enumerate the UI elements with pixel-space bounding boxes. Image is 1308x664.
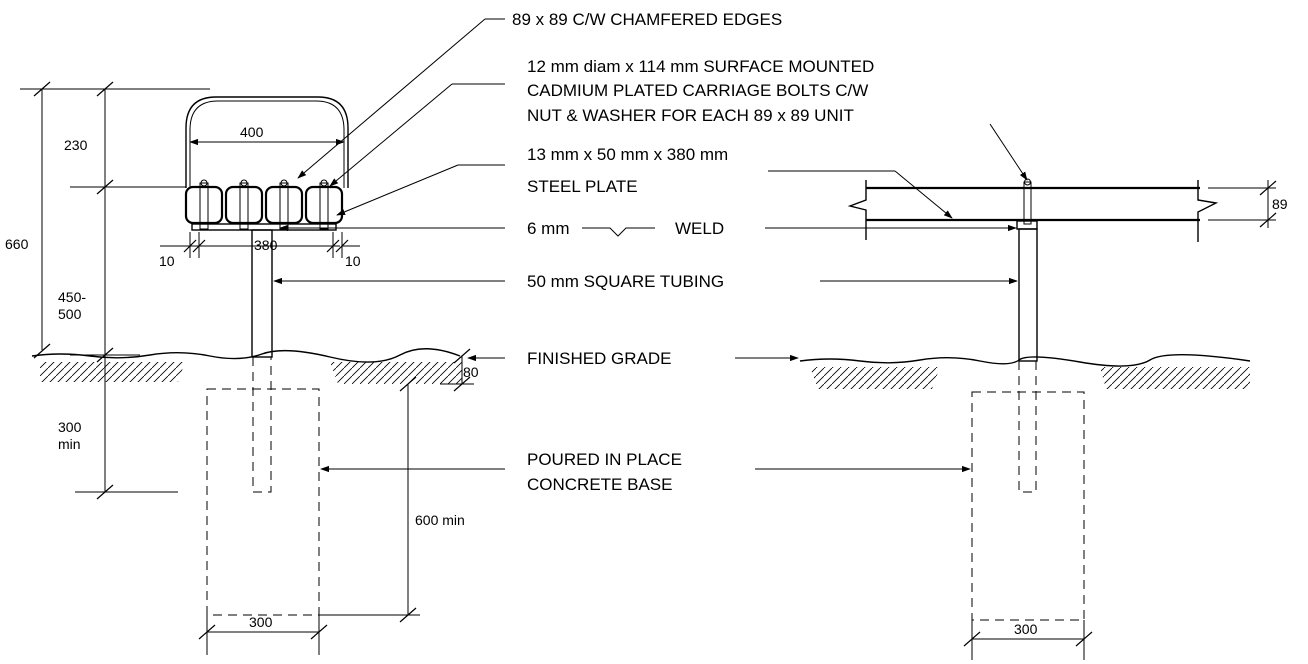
dim-380-text: 380: [254, 237, 278, 253]
dim-89-text: 89: [1272, 196, 1288, 212]
rail-outline-inner: [189, 100, 345, 188]
right-grade-line: [799, 354, 1251, 367]
left-elevation: 400: [5, 81, 479, 655]
right-soil: [799, 354, 1251, 389]
label-plate-1: 13 mm x 50 mm x 380 mm: [527, 145, 728, 164]
dim-660-text: 660: [5, 236, 29, 252]
label-plate-2: STEEL PLATE: [527, 177, 638, 196]
dim-10-left-text: 10: [159, 253, 175, 269]
dim-400-text: 400: [240, 124, 264, 140]
label-bolts-1: 12 mm diam x 114 mm SURFACE MOUNTED: [527, 57, 874, 76]
left-grade-line: [31, 348, 461, 363]
left-soil-hatch-2: [330, 362, 462, 384]
dim-10-right-text: 10: [345, 253, 361, 269]
leader-bolts-right: [989, 123, 1028, 181]
right-elevation: 89 300: [847, 178, 1288, 660]
carriage-bolts: [199, 179, 329, 230]
dim-600-text: 600 min: [415, 512, 465, 528]
label-tubing: 50 mm SQUARE TUBING: [527, 272, 724, 291]
timber-unit-4: [304, 185, 344, 225]
rail-outline-outer: [185, 96, 349, 188]
leader-chamfered: [297, 18, 486, 179]
dim-300-base-left-text: 300: [249, 614, 273, 630]
dim-300-embed-min-text: min: [58, 436, 81, 452]
timber-units: [184, 179, 344, 230]
dim-300-embed-text: 300: [58, 419, 82, 435]
label-bolts-3: NUT & WASHER FOR EACH 89 x 89 UNIT: [527, 106, 854, 125]
leader-plate: [336, 164, 459, 216]
embedded-post-right: [1018, 361, 1037, 493]
label-concrete-2: CONCRETE BASE: [527, 475, 672, 494]
steel-plate-right: [1016, 220, 1038, 230]
right-soil-hatch-2: [1100, 367, 1250, 389]
label-bolts-2: CADMIUM PLATED CARRIAGE BOLTS C/W: [527, 81, 868, 100]
concrete-base-left: [206, 388, 320, 616]
leader-bolts: [329, 83, 453, 187]
callouts: 89 x 89 C/W CHAMFERED EDGES 12 mm diam x…: [273, 10, 1028, 494]
member-break-left: [847, 180, 867, 240]
timber-unit-3: [264, 185, 304, 225]
left-soil-hatch-1: [40, 362, 185, 382]
label-chamfered: 89 x 89 C/W CHAMFERED EDGES: [512, 10, 782, 29]
dim-500-text: 500: [58, 306, 82, 322]
bolt-right: [1023, 181, 1032, 225]
timber-unit-2: [224, 185, 264, 225]
right-soil-hatch-1: [810, 367, 940, 389]
embedded-post-left: [252, 357, 272, 493]
square-tube-post-left: [251, 229, 273, 358]
label-grade: FINISHED GRADE: [527, 349, 672, 368]
square-tube-post-right: [1018, 228, 1038, 362]
timber-unit-1: [184, 185, 224, 225]
member-break-right: [1197, 180, 1219, 242]
label-weld: WELD: [675, 219, 724, 238]
dim-230-text: 230: [64, 137, 88, 153]
concrete-base-right: [971, 391, 1085, 621]
steel-plate-left: [191, 223, 337, 231]
label-concrete-1: POURED IN PLACE: [527, 450, 682, 469]
dim-450-text: 450-: [58, 289, 86, 305]
left-soil: [31, 348, 462, 384]
label-weld-size: 6 mm: [527, 219, 570, 238]
dim-300-base-right-text: 300: [1014, 621, 1038, 637]
weld-symbol: [582, 227, 655, 237]
dim-80-text: 80: [463, 364, 479, 380]
